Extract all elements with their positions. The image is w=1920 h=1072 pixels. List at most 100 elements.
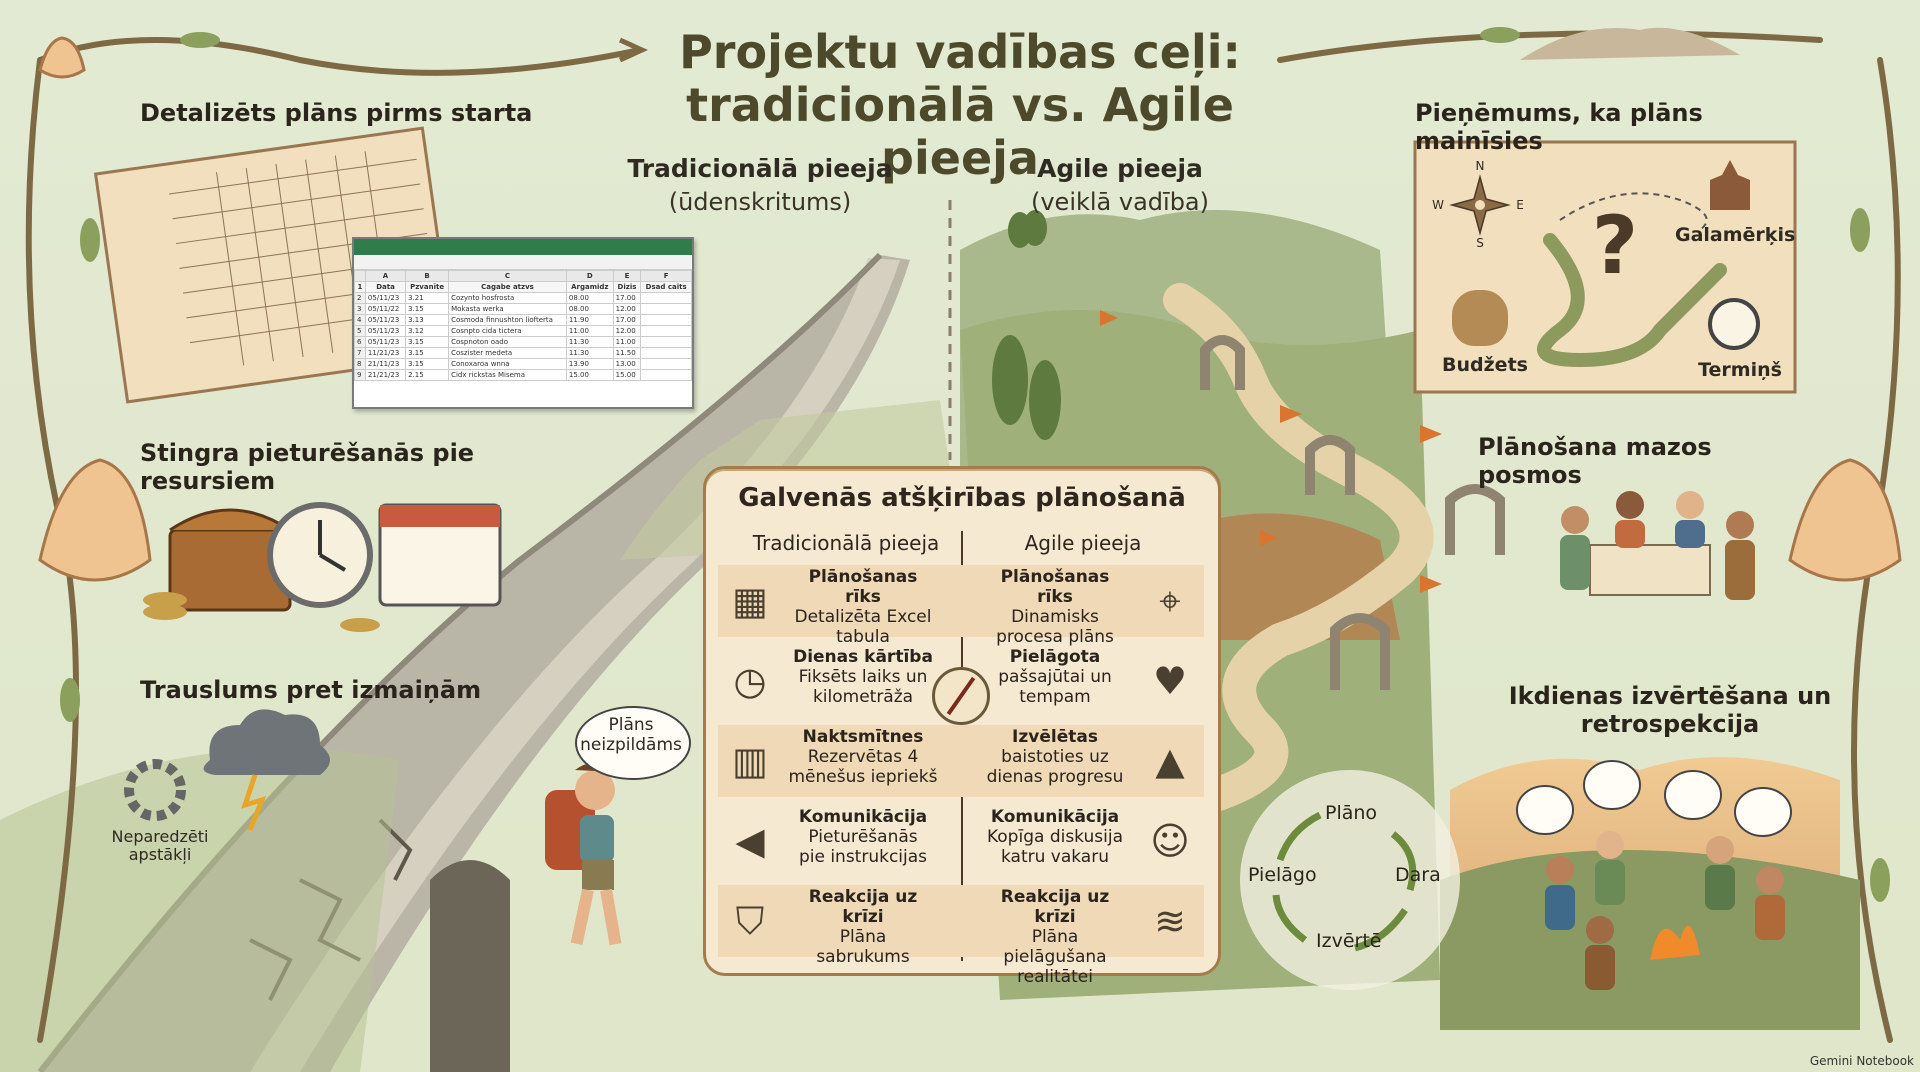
column-header: Dsad caits [640, 281, 692, 293]
table-cell: 05/11/23 [364, 314, 407, 326]
cell-text: katru vakaru [1000, 847, 1109, 867]
compass-n: N [1475, 159, 1485, 173]
table-cell: 05/11/23 [364, 292, 407, 304]
table-cell: 3.15 [405, 336, 450, 348]
comparison-col-traditional: Tradicionālā pieeja [752, 531, 940, 555]
cell-text: pašsajūtai un [998, 667, 1112, 687]
tent-icon: ▲ [1155, 739, 1185, 783]
cycle-adapt: Pielāgo [1248, 864, 1317, 886]
title-line-1: Projektu vadības ceļi: [679, 25, 1241, 79]
cell-text: sabrukums [816, 947, 910, 967]
traditional-heading: Tradicionālā pieeja [627, 154, 893, 183]
compass-icon [932, 667, 990, 725]
column-letter: E [612, 270, 642, 282]
cell-text: Pieturēšanās [808, 827, 918, 847]
column-header: Dizis [612, 281, 642, 293]
comparison-col-agile: Agile pieeja [1024, 531, 1142, 555]
cell-heading: Reakcija uz krīzi [1000, 887, 1110, 927]
table-cell: 3.15 [405, 347, 450, 359]
money-bag-icon [1452, 290, 1508, 346]
cell-heading: Reakcija uz krīzi [808, 887, 918, 927]
table-cell: 3.21 [405, 292, 450, 304]
section-daily-title: Ikdienas izvērtēšana un retrospekcija [1500, 682, 1840, 738]
map-question-mark: ? [1591, 199, 1639, 292]
cell-heading: Pielāgota [1009, 647, 1101, 667]
cell-text: baistoties uz [1001, 747, 1109, 767]
agile-subheading: (veiklā vadība) [1030, 188, 1210, 216]
section-fragility-title: Trauslums pret izmaiņām [140, 676, 482, 704]
table-cell [640, 347, 692, 359]
daily-line-2: retrospekcija [1580, 709, 1760, 738]
table-cell: 3.15 [405, 358, 450, 370]
speech-line-1: Plāns [608, 715, 654, 735]
cell-text: Plāna [839, 927, 887, 947]
column-letter: C [448, 270, 567, 282]
stopwatch-icon: ◷ [733, 659, 767, 703]
cell-text: Dinamisks [1011, 607, 1099, 627]
cell-text: pie instrukcijas [798, 847, 928, 867]
table-cell: 17.00 [612, 314, 642, 326]
column-letter: B [405, 270, 450, 282]
cell-text: tempam [1019, 687, 1091, 707]
table-cell [640, 303, 692, 315]
column-header: Argamidz [565, 281, 614, 293]
cell-text: Fiksēts laiks un [798, 667, 928, 687]
unexpected-line-1: Neparedzēti [111, 827, 209, 846]
cell-heading: Komunikācija [798, 807, 928, 827]
table-cell: 11.00 [612, 336, 642, 348]
cell-heading: Komunikācija [990, 807, 1120, 827]
table-cell: 11.30 [565, 336, 614, 348]
cell-text: tabula [836, 627, 890, 647]
hiker-heartbeat-icon: ♥ [1152, 659, 1188, 703]
cell-heading: Plānošanas rīks [808, 567, 918, 607]
cycle-plan: Plāno [1325, 802, 1378, 824]
table-cell: Mokasta werka [448, 303, 567, 315]
table-cell: 17.00 [612, 292, 642, 304]
table-cell [640, 325, 692, 337]
table-cell [640, 336, 692, 348]
section-resources-title: Stingra pieturēšanās pie resursiem [140, 439, 475, 495]
table-cell: 3.13 [405, 314, 450, 326]
table-cell: 11.50 [612, 347, 642, 359]
column-header: Cagabe atzvs [448, 281, 567, 293]
compass-e: E [1516, 198, 1524, 212]
main-title: Projektu vadības ceļi: tradicionālā vs. … [660, 26, 1260, 185]
table-cell: 13.90 [565, 358, 614, 370]
table-cell: 11.90 [565, 314, 614, 326]
traditional-subheading: (ūdenskritums) [668, 188, 852, 216]
table-cell [640, 292, 692, 304]
table-cell: 15.00 [565, 369, 614, 381]
cell-text: Plāna pielāgušana [1003, 927, 1107, 967]
table-cell: 3.15 [405, 303, 450, 315]
compass-w: W [1432, 198, 1444, 212]
column-letter: D [565, 270, 614, 282]
megaphone-icon: ◀ [735, 819, 765, 863]
unexpected-line-2: apstākļi [128, 845, 192, 865]
table-cell: Cosmoda finnushton liofterta [448, 314, 567, 326]
table-cell: 11.30 [565, 347, 614, 359]
table-cell: Conoxaroa wnna [448, 358, 567, 370]
map-pin-icon: ⌖ [1159, 579, 1181, 623]
stopwatch-icon [1708, 298, 1760, 350]
table-cell [640, 314, 692, 326]
agile-heading: Agile pieeja [1037, 154, 1203, 183]
table-cell [640, 369, 692, 381]
comparison-title: Galvenās atšķirības plānošanā [738, 483, 1186, 513]
table-cell: 12.00 [612, 303, 642, 315]
section-plan-title: Detalizēts plāns pirms starta [140, 99, 533, 127]
speech-bubble-text: Plāns neizpildāms [575, 715, 687, 755]
table-cell: 11/21/23 [364, 347, 407, 359]
table-cell: 11.00 [565, 325, 614, 337]
broken-shield-icon: ⛉ [735, 899, 765, 943]
map-budget-label: Budžets [1442, 354, 1528, 376]
